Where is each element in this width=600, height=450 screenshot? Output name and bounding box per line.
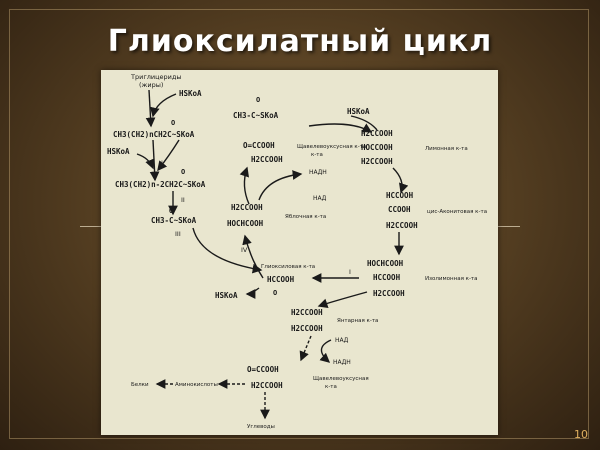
arrow-isocitrate-to-succinate [317,291,368,308]
slide-title: Глиоксилатный цикл [107,24,493,59]
nadh-label-top: НАДН [309,169,327,176]
isocitrate-1: HOCHCOOH [367,259,404,268]
decorative-rule-left [80,226,102,227]
isocitric-acid-label: Изолимонная к-та [425,276,478,282]
succinic-acid-label: Янтарная к-та [337,318,378,324]
isocitrate-2: HCCOOH [373,273,401,282]
oxaloacetic-acid-short: к-та [311,152,323,158]
arrow-glyoxylate-to-malate [242,234,264,279]
nad-label-bottom: НАД [335,337,349,344]
o-label-4: O [256,96,260,104]
nadh-label-bottom: НАДН [333,359,351,366]
cis-aconitic-label: цис-Аконитовая к-та [427,209,487,215]
o-label-3: O [169,207,173,215]
glyoxylate-cycle-diagram: Триглицериды (жиры) HSKoA O CH3(CH2)nCH2… [101,70,498,435]
carbohydrates-label: Углеводы [247,424,275,430]
o-label-1: O [171,119,175,127]
roman-i-left: I [161,159,163,167]
hskoa-label-2: HSKoA [107,147,130,156]
arrow-to-citrate [308,123,373,133]
arrow-trig-to-acyl [145,89,156,128]
arrow-acetyl-to-malate [192,227,263,274]
arrow-nad-cycle [319,339,332,363]
citrate-2: HOCCOOH [361,143,393,152]
arrow-hskoa-in-1 [149,93,177,118]
isocitrate-3: H2CCOOH [373,289,405,298]
page-number: 10 [574,428,588,441]
diagram-svg: Триглицериды (жиры) HSKoA O CH3(CH2)nCH2… [107,73,487,430]
acetyl-coa-top: CH3-C~SKoA [233,111,279,120]
succinate-1: H2CCOOH [291,308,323,317]
decorative-rule-right [498,226,520,227]
fatty-acyl-coa: CH3(CH2)nCH2C~SKoA [113,130,195,139]
glyoxylate: HCCOOH [267,275,295,284]
citrate-3: H2CCOOH [361,157,393,166]
amino-acids-label: Аминокислоты [175,382,218,388]
o-label-5: O [273,289,277,297]
oxalo-bottom-1: O=CCOOH [247,365,279,374]
cis-aconitate-1: HCCOOH [386,191,414,200]
citric-acid-label: Лимонная к-та [425,146,468,152]
roman-ii: II [181,196,185,204]
oxalo-bottom-acid: к-та [325,384,337,390]
malate-1: H2CCOOH [231,203,263,212]
proteins-label: Белки [131,382,149,388]
arrow-malate-to-oxalo [258,170,303,201]
fats-label: (жиры) [139,81,163,89]
oxalo-bottom-2: H2CCOOH [251,381,283,390]
nad-label-top: НАД [313,195,327,202]
arrow-acetyl-branch [157,139,180,172]
roman-i-right: I [349,268,351,276]
shortened-acyl-coa: CH3(CH2)n-2CH2C~SKoA [115,180,206,189]
hskoa-label-3: HSKoA [347,107,370,116]
slide-frame [9,9,589,439]
arrow-acyl-to-short [149,139,160,182]
arrow-malate-up [239,166,250,205]
triglycerides-label: Триглицериды [130,73,182,81]
succinate-2: H2CCOOH [291,324,323,333]
roman-iii: III [175,230,181,238]
arrow-hskoa-in-2 [136,153,155,170]
malate-2: HOCHCOOH [227,219,264,228]
cis-aconitate-3: H2CCOOH [386,221,418,230]
acetyl-coa-left: CH3-C~SKoA [151,216,197,225]
roman-iv: IV [241,246,248,254]
arrow-hskoa-out-3 [350,115,378,131]
arrow-hskoa-out-4 [245,287,260,299]
oxaloacetate-top-1: O=CCOOH [243,141,275,150]
oxaloacetate-top-2: H2CCOOH [251,155,283,164]
malic-acid-label: Яблочная к-та [285,214,326,220]
glyoxylic-acid-label: Глиоксиловая к-та [261,264,315,270]
oxalo-bottom-label: Щавелевоуксусная [313,376,369,382]
oxaloacetic-acid-label: Щавелевоуксусная к-та [297,144,366,150]
hskoa-label-4: HSKoA [215,291,238,300]
cis-aconitate-2: CCOOH [388,205,411,214]
hskoa-label-1: HSKoA [179,89,202,98]
o-label-2: O [181,168,185,176]
arrow-citrate-to-cis [392,167,409,194]
citrate-1: H2CCOOH [361,129,393,138]
arrow-succinate-down [299,335,312,362]
